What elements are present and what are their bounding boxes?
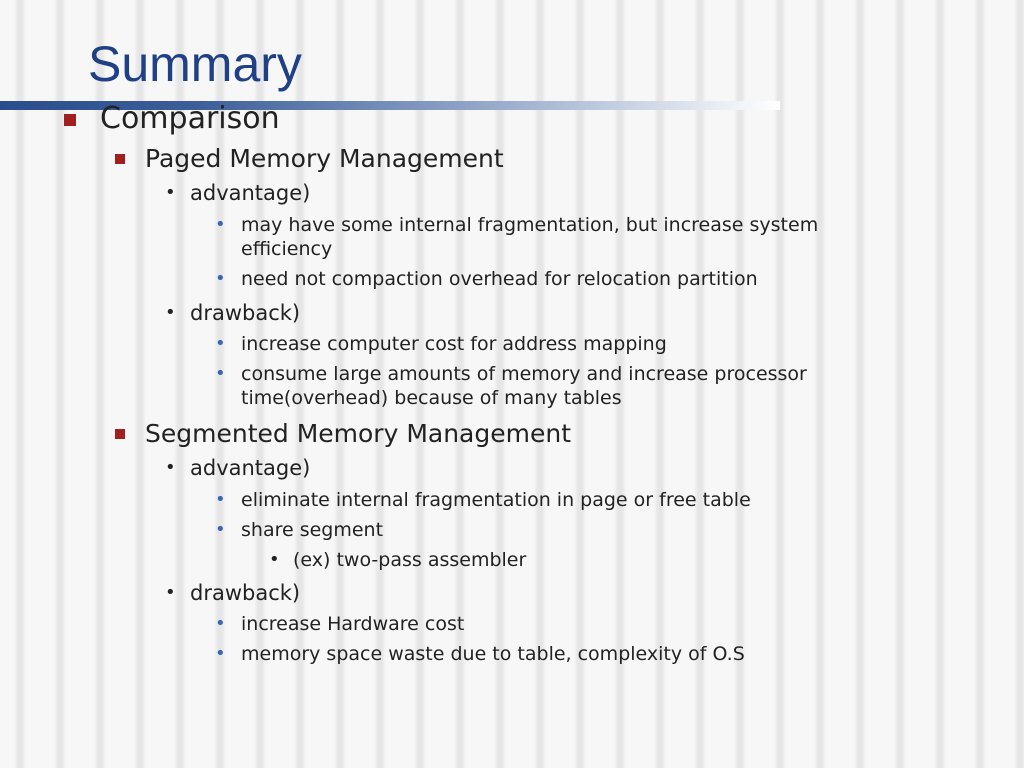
bullet-paged-drawback: drawback)	[190, 301, 301, 325]
bullet-segmented-heading: Segmented Memory Management	[145, 419, 572, 448]
bullet-paged-adv-2: need not compaction overhead for relocat…	[241, 268, 758, 290]
dot-bullet-icon: •	[165, 457, 176, 478]
bullet-paged-draw-2: consume large amounts of memory and incr…	[241, 363, 807, 409]
bullet-segmented-adv-sub-1: (ex) two-pass assembler	[293, 549, 527, 571]
bullet-segmented-adv-1: eliminate internal fragmentation in page…	[241, 489, 751, 511]
dot-bullet-icon: •	[215, 214, 226, 235]
square-bullet-icon	[115, 154, 125, 164]
square-bullet-icon	[64, 114, 76, 126]
dot-bullet-icon: •	[215, 363, 226, 384]
dot-bullet-icon: •	[215, 489, 226, 510]
bullet-segmented-adv-2: share segment	[241, 519, 384, 541]
bullet-comparison: Comparison	[100, 101, 280, 136]
dot-bullet-icon: •	[269, 549, 280, 570]
dot-bullet-icon: •	[165, 182, 176, 203]
bullet-segmented-draw-2: memory space waste due to table, complex…	[241, 643, 745, 665]
dot-bullet-icon: •	[215, 643, 226, 664]
dot-bullet-icon: •	[165, 582, 176, 603]
bullet-paged-heading: Paged Memory Management	[145, 144, 504, 173]
bullet-paged-adv-1: may have some internal fragmentation, bu…	[241, 214, 819, 260]
title-rule	[0, 101, 780, 110]
bullet-segmented-draw-1: increase Hardware cost	[241, 613, 465, 635]
dot-bullet-icon: •	[215, 613, 226, 634]
bullet-segmented-drawback: drawback)	[190, 581, 301, 605]
dot-bullet-icon: •	[215, 519, 226, 540]
slide-title: Summary	[88, 36, 302, 92]
bullet-paged-draw-1: increase computer cost for address mappi…	[241, 333, 667, 355]
dot-bullet-icon: •	[165, 302, 176, 323]
dot-bullet-icon: •	[215, 333, 226, 354]
bullet-paged-advantage: advantage)	[190, 181, 311, 205]
square-bullet-icon	[115, 429, 125, 439]
bullet-segmented-advantage: advantage)	[190, 456, 311, 480]
dot-bullet-icon: •	[215, 268, 226, 289]
